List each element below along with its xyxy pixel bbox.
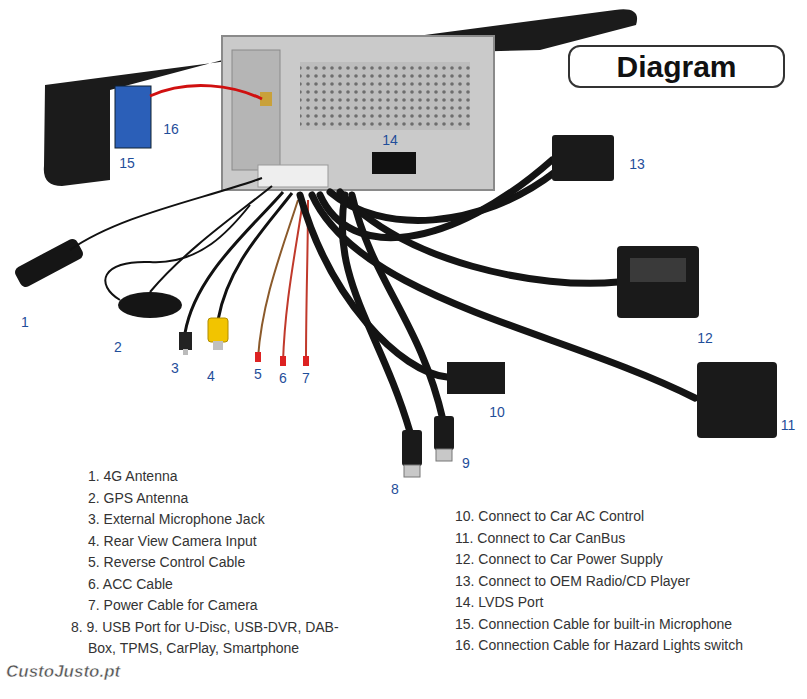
legend-item: 12. Connect to Car Power Supply [455, 549, 663, 570]
callout-number: 1 [21, 315, 29, 329]
thin-wires [255, 200, 309, 366]
callout-number: 12 [697, 331, 713, 345]
legend-item: 10. Connect to Car AC Control [455, 506, 644, 527]
legend-item: 14. LVDS Port [455, 592, 543, 613]
connector-block [258, 165, 328, 187]
legend-item: 13. Connect to OEM Radio/CD Player [455, 571, 690, 592]
legend-item: 15. Connection Cable for built-in Microp… [455, 614, 732, 635]
legend-item: 5. Reverse Control Cable [88, 552, 245, 573]
legend-item: 16. Connection Cable for Hazard Lights s… [455, 635, 743, 656]
legend-item: 8. 9. USB Port for U-Disc, USB-DVR, DAB-… [71, 617, 363, 659]
callout-number: 5 [254, 367, 262, 381]
callout-number: 2 [114, 340, 122, 354]
callout-number: 11 [781, 418, 796, 432]
ac-connector [447, 362, 505, 394]
callout-number: 4 [207, 369, 215, 383]
legend-item: 6. ACC Cable [88, 574, 173, 595]
mic-jack [179, 192, 283, 355]
legend-item: 1. 4G Antenna [88, 466, 178, 487]
legend-item: 7. Power Cable for Camera [88, 595, 258, 616]
callout-number: 15 [119, 156, 135, 170]
callout-number: 16 [163, 122, 179, 136]
callout-number: 3 [171, 361, 179, 375]
title-box: Diagram [568, 45, 785, 88]
legend-item: 3. External Microphone Jack [88, 509, 265, 530]
power-pins [630, 258, 686, 282]
usb-plug [402, 416, 454, 477]
legend-item: 2. GPS Antenna [88, 488, 188, 509]
legend-item: 11. Connect to Car CanBus [455, 528, 625, 549]
vent-holes [300, 62, 470, 130]
metal-housing [222, 36, 494, 190]
housing-panel [232, 50, 280, 170]
callout-number: 7 [302, 371, 310, 385]
lvds-port [372, 152, 416, 174]
hazard-cable [150, 86, 262, 99]
power-connector [617, 246, 699, 318]
callout-number: 8 [391, 482, 399, 496]
callout-number: 6 [279, 371, 287, 385]
rca-camera-input [208, 193, 292, 350]
legend-item: 4. Rear View Camera Input [88, 531, 257, 552]
canbus-connector [697, 362, 777, 438]
mic-board [115, 86, 151, 148]
callout-number: 14 [382, 133, 398, 147]
watermark: CustoJusto.pt [6, 662, 120, 682]
oem-radio-connector [552, 135, 614, 181]
callout-number: 13 [629, 157, 645, 171]
callout-number: 10 [489, 405, 505, 419]
callout-number: 9 [462, 456, 470, 470]
